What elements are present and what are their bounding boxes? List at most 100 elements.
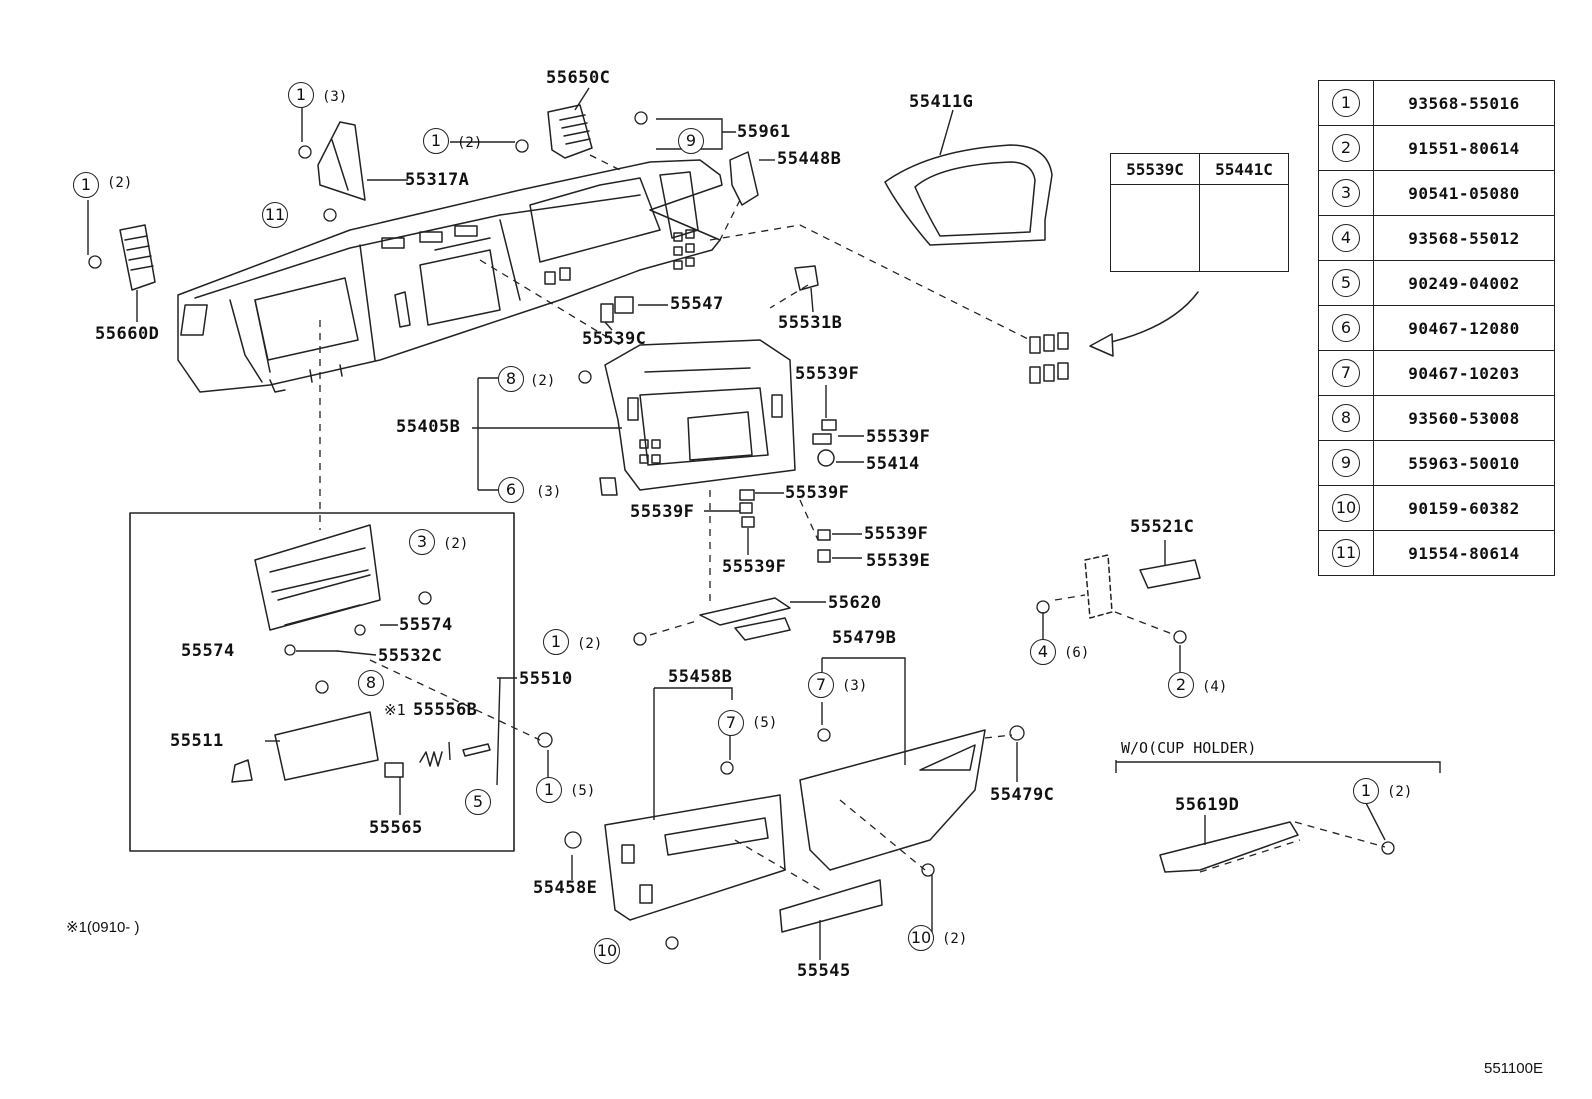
hinge-drawing	[231, 759, 253, 783]
center-cluster-55405b-drawing	[604, 339, 796, 491]
legend-key: 9	[1332, 449, 1360, 477]
legend-row: 11 91554-80614	[1318, 530, 1555, 576]
legend-key: 8	[1332, 404, 1360, 432]
label-55521c: 55521C	[1130, 517, 1195, 537]
inset-header-55441c: 55441C	[1199, 153, 1289, 185]
label-55458b: 55458B	[668, 667, 733, 687]
legend-key: 4	[1332, 224, 1360, 252]
callout-11: 11	[262, 202, 288, 228]
legend-key: 2	[1332, 134, 1360, 162]
vent-55650c-drawing	[547, 104, 593, 159]
lower-panel-55479b-drawing	[799, 729, 986, 871]
legend-part-number: 90159-60382	[1373, 485, 1555, 531]
label-55539f-e: 55539F	[864, 524, 929, 544]
callout-1-a-qty: (3)	[322, 89, 348, 105]
legend-part-number: 90467-12080	[1373, 305, 1555, 351]
legend-part-number: 55963-50010	[1373, 440, 1555, 486]
legend-key: 1	[1332, 89, 1360, 117]
legend-row: 10 90159-60382	[1318, 485, 1555, 531]
inset-pic-55539c	[1110, 184, 1200, 272]
instrument-panel-drawing	[177, 159, 723, 393]
legend-part-number: 90541-05080	[1373, 170, 1555, 216]
fasteners-drawing	[88, 111, 1395, 950]
legend-key: 6	[1332, 314, 1360, 342]
switch-55547-drawing	[614, 296, 634, 314]
legend-row: 9 55963-50010	[1318, 440, 1555, 486]
label-55574-b: 55574	[181, 641, 235, 661]
label-55574-a: 55574	[399, 615, 453, 635]
label-55961: 55961	[737, 122, 791, 142]
legend-part-number: 93568-55012	[1373, 215, 1555, 261]
lid-55511-drawing	[274, 711, 379, 781]
callout-8-b: 8	[358, 670, 384, 696]
label-55479c: 55479C	[990, 785, 1055, 805]
glovebox-detail-frame	[129, 512, 515, 852]
arrow-drawing	[1097, 291, 1199, 346]
footnote-mark: ※1	[66, 919, 87, 936]
callout-1-e-qty: (5)	[570, 783, 596, 799]
lower-panel-55458b-drawing	[604, 794, 786, 921]
label-55545: 55545	[797, 961, 851, 981]
label-55458e: 55458E	[533, 878, 598, 898]
callout-9: 9	[678, 128, 704, 154]
legend-row: 4 93568-55012	[1318, 215, 1555, 261]
label-55539f-a: 55539F	[795, 364, 860, 384]
callout-10-b: 10	[908, 925, 934, 951]
callout-10-b-qty: (2)	[942, 931, 968, 947]
callout-1-e: 1	[536, 777, 562, 803]
pin-drawing	[462, 743, 491, 757]
label-55479b: 55479B	[832, 628, 897, 648]
legend-part-number: 91554-80614	[1373, 530, 1555, 576]
label-55510: 55510	[519, 669, 573, 689]
callout-6: 6	[498, 477, 524, 503]
legend-row: 1 93568-55016	[1318, 80, 1555, 126]
label-55414: 55414	[866, 454, 920, 474]
callout-1-d-qty: (2)	[577, 636, 603, 652]
label-55411g: 55411G	[909, 92, 974, 112]
callout-6-qty: (3)	[536, 484, 562, 500]
callout-2: 2	[1168, 672, 1194, 698]
callout-1-b-qty: (2)	[457, 135, 483, 151]
callout-7-b-qty: (3)	[842, 678, 868, 694]
label-55547: 55547	[670, 294, 724, 314]
callout-1-f: 1	[1353, 778, 1379, 804]
switch-variant-inset: 55539C 55441C	[1110, 153, 1289, 272]
switch-blanks-drawing	[1029, 332, 1069, 384]
label-55539f-f: 55539F	[722, 557, 787, 577]
label-55620: 55620	[828, 593, 882, 613]
label-55531b: 55531B	[778, 313, 843, 333]
label-55619d: 55619D	[1175, 795, 1240, 815]
callout-1-b: 1	[423, 128, 449, 154]
label-55405b: 55405B	[396, 417, 461, 437]
footnote: ※1(0910- )	[66, 918, 139, 936]
bracket-55620-drawing	[699, 597, 791, 641]
inset-pic-55441c	[1199, 184, 1289, 272]
callout-4-qty: (6)	[1064, 645, 1090, 661]
callout-1-c: 1	[73, 172, 99, 198]
label-55511: 55511	[170, 731, 224, 751]
diagram-code: 551100E	[1484, 1060, 1543, 1077]
callout-5: 5	[465, 789, 491, 815]
callout-7-a: 7	[718, 710, 744, 736]
legend-part-number: 90467-10203	[1373, 350, 1555, 396]
legend-part-number: 93568-55016	[1373, 80, 1555, 126]
legend-key: 7	[1332, 359, 1360, 387]
label-55539f-d: 55539F	[630, 502, 695, 522]
label-without-cup-holder: W/O(CUP HOLDER)	[1121, 739, 1257, 757]
callout-4: 4	[1030, 639, 1056, 665]
callout-8-a: 8	[498, 366, 524, 392]
legend-key: 5	[1332, 269, 1360, 297]
label-55317a: 55317A	[405, 170, 470, 190]
label-55556b: 55556B	[413, 700, 478, 720]
callout-3: 3	[409, 529, 435, 555]
legend-key: 10	[1332, 494, 1360, 522]
legend-key: 11	[1332, 539, 1360, 567]
callout-2-qty: (4)	[1202, 679, 1228, 695]
callout-3-qty: (2)	[443, 536, 469, 552]
